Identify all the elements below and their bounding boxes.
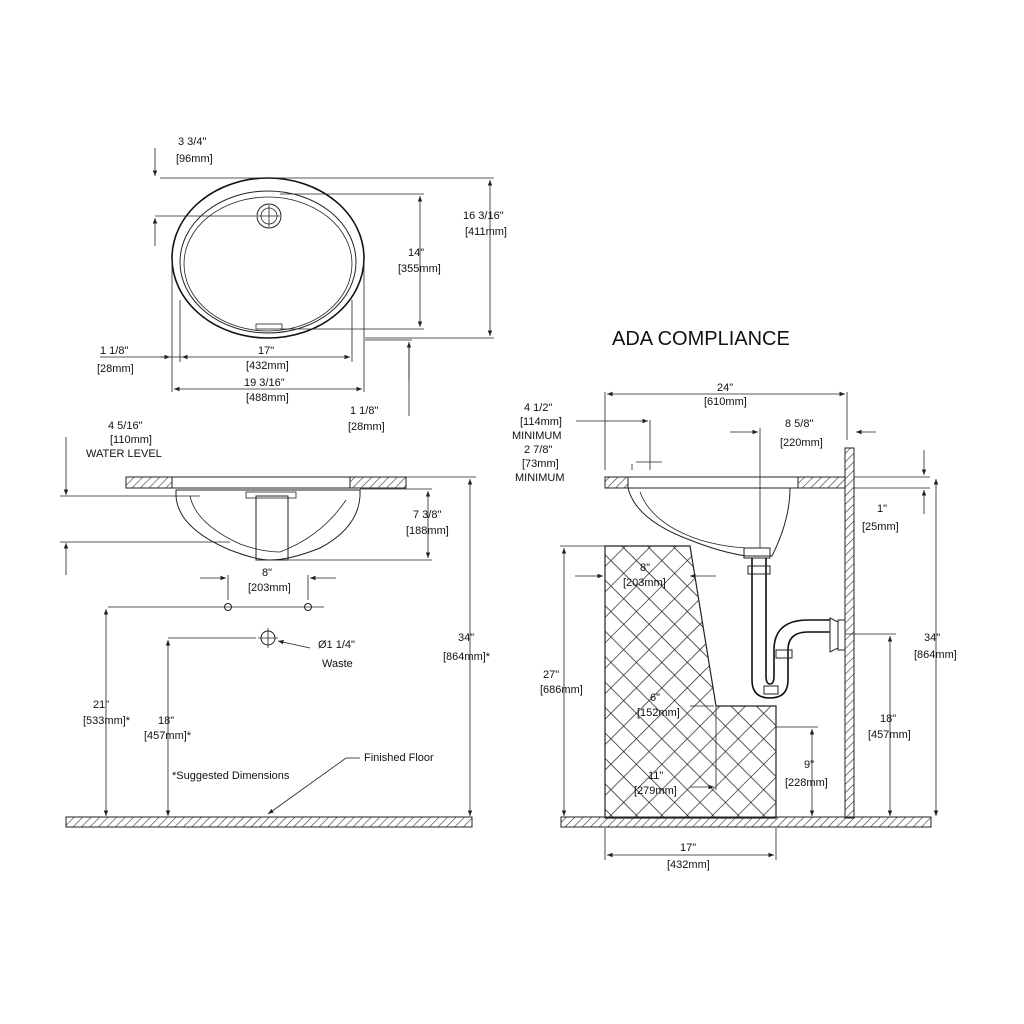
waste-size-label: Ø1 1/4"	[318, 639, 355, 651]
water-level-text: WATER LEVEL	[86, 448, 162, 460]
page-title: ADA COMPLIANCE	[612, 328, 790, 350]
knee-mid-label: 6"	[650, 692, 660, 704]
supply-height-label: 21"	[93, 699, 109, 711]
knee-height-label: 27"	[543, 669, 559, 681]
rim-right-mm: [28mm]	[348, 421, 385, 433]
supply-height-mm: [533mm]*	[83, 715, 131, 727]
overflow-icon	[256, 203, 282, 229]
knee-top-mm: [203mm]	[623, 577, 666, 589]
faucet-spread-mm: [203mm]	[248, 582, 291, 594]
bowl-height-mm: [188mm]	[406, 525, 449, 537]
min-front2-text: MINIMUM	[515, 472, 565, 484]
overall-depth-label: 16 3/16"	[463, 210, 504, 222]
bowl-profile	[175, 489, 361, 561]
clear-depth-label: 17"	[680, 842, 696, 854]
water-level-label: 4 5/16"	[108, 420, 143, 432]
top-view: 3 3/4" [96mm] 16 3/16" [411mm] 14" [355m…	[97, 136, 507, 433]
suggested-note: *Suggested Dimensions	[172, 770, 290, 782]
front-view: 4 5/16" [110mm] WATER LEVEL 7 3/8" [188m…	[60, 420, 491, 828]
clear-depth-mm: [432mm]	[667, 859, 710, 871]
faucet-hole-left	[224, 603, 232, 611]
sink-inner-rim	[179, 190, 357, 334]
faucet-hole-right	[304, 603, 312, 611]
min-front-label: 4 1/2"	[524, 402, 552, 414]
counter-right	[349, 476, 407, 489]
min-front2-mm: [73mm]	[522, 458, 559, 470]
rim-left-label: 1 1/8"	[100, 345, 128, 357]
overall-width-label: 19 3/16"	[244, 377, 285, 389]
ada-rim-height-label: 34"	[924, 632, 940, 644]
counter-depth-label: 24"	[717, 382, 733, 394]
min-front-text: MINIMUM	[512, 430, 562, 442]
bowl-depth-label: 14"	[408, 247, 424, 259]
rim-left-mm: [28mm]	[97, 363, 134, 375]
knee-top-label: 8"	[640, 562, 650, 574]
counter-thk-label: 1"	[877, 503, 887, 515]
ada-rim-height-mm: [864mm]	[914, 649, 957, 661]
bowl-height-label: 7 3/8"	[413, 509, 441, 521]
toe-height-mm: [228mm]	[785, 777, 828, 789]
floor-left	[65, 816, 473, 828]
bowl-depth-mm: [355mm]	[398, 263, 441, 275]
drain-slot	[255, 323, 283, 330]
drain-offset-mm: [220mm]	[780, 437, 823, 449]
sink-outer-rim	[171, 177, 365, 339]
ada-view: ADA COMPLIANCE 24" [610mm] 4 1/2" [114mm…	[512, 328, 957, 871]
counter-left	[125, 476, 173, 489]
knee-mid-mm: [152mm]	[637, 707, 680, 719]
wall	[844, 447, 855, 819]
toe-height-label: 9"	[804, 759, 814, 771]
sink-bowl	[183, 196, 353, 332]
waste-height-mm: [457mm]*	[144, 730, 192, 742]
min-front2-label: 2 7/8"	[524, 444, 552, 456]
bowl-width-mm: [432mm]	[246, 360, 289, 372]
knee-height-mm: [686mm]	[540, 684, 583, 696]
counter-depth-mm: [610mm]	[704, 396, 747, 408]
bowl-width-label: 17"	[258, 345, 274, 357]
toe-depth-label: 11"	[648, 770, 663, 782]
p-trap	[751, 558, 830, 699]
rim-right-label: 1 1/8"	[350, 405, 378, 417]
drain-height-mm: [457mm]	[868, 729, 911, 741]
toe-depth-mm: [279mm]	[634, 785, 677, 797]
water-level-mm: [110mm]	[110, 434, 152, 446]
overall-depth-mm: [411mm]	[465, 226, 507, 238]
waste-height-label: 18"	[158, 715, 174, 727]
min-front-mm: [114mm]	[520, 416, 562, 428]
counter-thk-mm: [25mm]	[862, 521, 899, 533]
overall-width-mm: [488mm]	[246, 392, 289, 404]
rim-height-label: 34"	[458, 632, 474, 644]
finished-floor-label: Finished Floor	[364, 752, 434, 764]
rim-height-mm: [864mm]*	[443, 651, 491, 663]
setback-mm: [96mm]	[176, 153, 213, 165]
faucet-spread-label: 8"	[262, 567, 272, 579]
setback-label: 3 3/4"	[178, 136, 206, 148]
drain-offset-label: 8 5/8"	[785, 418, 813, 430]
ada-bowl	[627, 487, 791, 557]
waste-label: Waste	[322, 658, 353, 670]
floor-right	[560, 816, 932, 828]
drain-height-label: 18"	[880, 713, 896, 725]
